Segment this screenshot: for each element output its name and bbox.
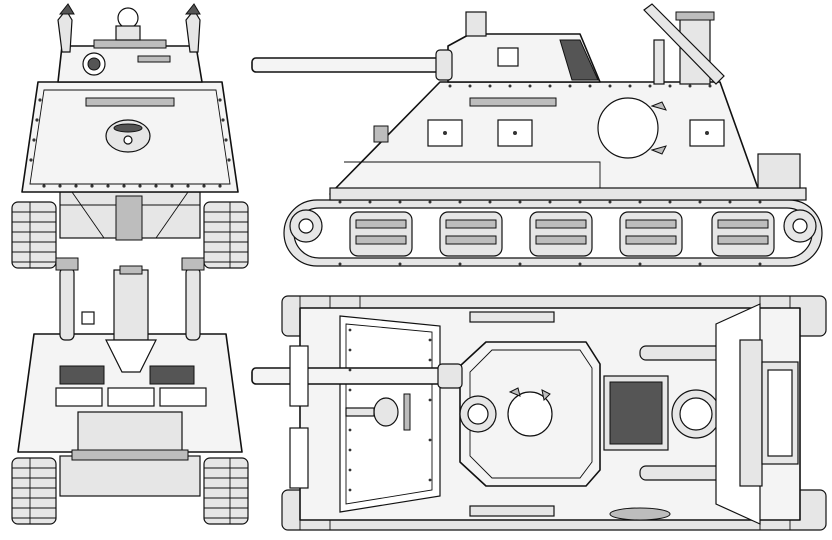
side-main-gun (251, 57, 443, 73)
top-front-left-box (289, 345, 309, 407)
side-rear-box (757, 153, 801, 189)
rear-right-track (203, 457, 249, 525)
top-gun-mantlet (437, 363, 463, 389)
rear-lower-hull (59, 455, 201, 497)
top-front-hatch (373, 397, 399, 427)
rear-left-pipe (59, 267, 75, 341)
front-tow-plate (115, 195, 143, 241)
rear-exhaust-stack (113, 269, 149, 341)
front-view (11, 3, 249, 269)
front-left-track (11, 201, 57, 269)
front-vision-slot (85, 97, 175, 107)
side-track-guard (329, 187, 807, 201)
front-superstructure (57, 45, 203, 83)
top-main-gun (251, 367, 443, 385)
side-gun-mantlet (435, 49, 453, 81)
side-antenna-rail (643, 3, 725, 85)
top-lower-stowage (469, 505, 555, 517)
rear-right-pipe (185, 267, 201, 341)
rear-left-track (11, 457, 57, 525)
top-upper-stowage (469, 311, 555, 323)
top-spare-wheel (609, 507, 671, 521)
side-bogies (349, 211, 775, 257)
rear-exhaust-vents (55, 365, 207, 407)
side-round-hatch (597, 97, 659, 159)
top-commander-hatch (507, 391, 553, 437)
side-vision-slot (469, 97, 557, 107)
front-right-track (203, 201, 249, 269)
side-mg-mount (373, 125, 389, 143)
side-pistol-ports (427, 119, 725, 147)
top-view (251, 295, 827, 531)
front-smoke-dischargers (57, 3, 201, 53)
side-view (251, 3, 823, 267)
side-cupola (465, 11, 487, 37)
rear-view (11, 257, 249, 525)
front-cupola (117, 7, 139, 29)
top-front-right-box (289, 427, 309, 489)
